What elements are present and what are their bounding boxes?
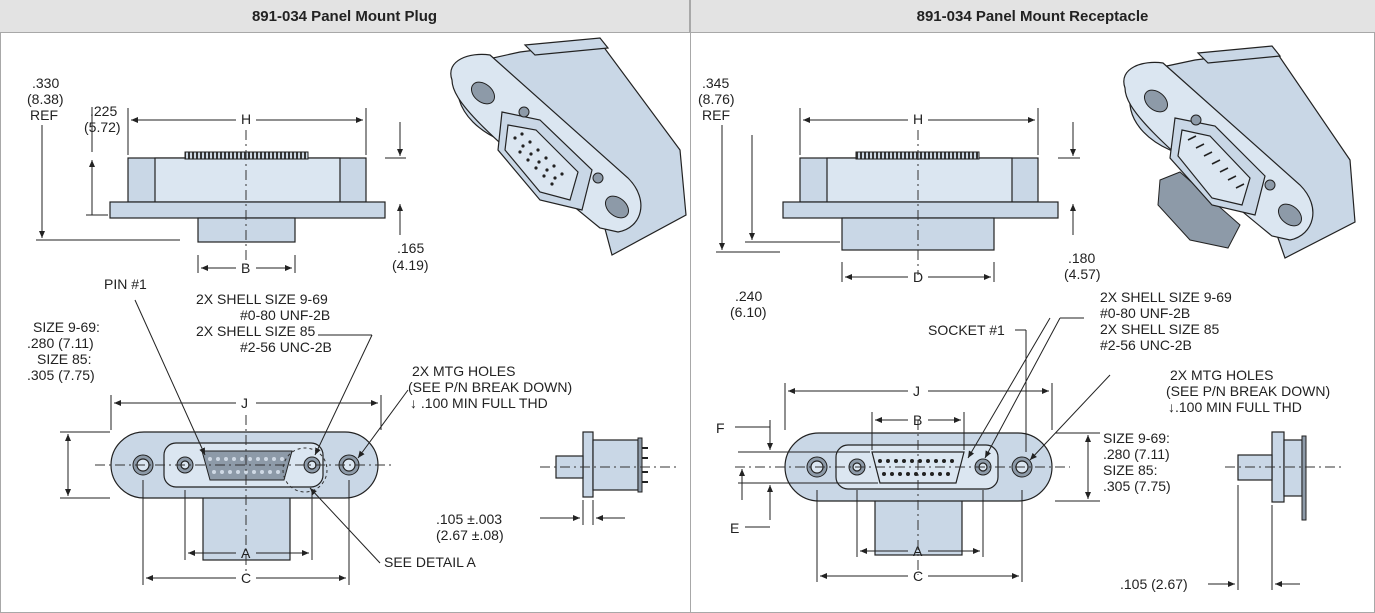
plug-dim-165: .165 bbox=[397, 240, 424, 256]
plug-3d-view bbox=[450, 37, 687, 256]
receptacle-3d-view bbox=[1123, 45, 1356, 259]
rec-ref: REF bbox=[702, 107, 730, 123]
rec-label-e: E bbox=[730, 520, 739, 536]
plug-mtg3: ↓ .100 MIN FULL THD bbox=[410, 395, 548, 411]
rec-thread85: #2-56 UNC-2B bbox=[1100, 337, 1192, 353]
plug-mtg2: (SEE P/N BREAK DOWN) bbox=[408, 379, 572, 395]
rec-dim-345: .345 bbox=[702, 75, 729, 91]
plug-dim-267: (2.67 ±.08) bbox=[436, 527, 504, 543]
plug-flange bbox=[109, 201, 386, 219]
rec-label-b: B bbox=[913, 412, 922, 428]
rec-size85: SIZE 85: bbox=[1103, 462, 1157, 478]
receptacle-panel-title: 891-034 Panel Mount Receptacle bbox=[690, 0, 1375, 33]
rec-label-a: A bbox=[913, 543, 923, 559]
plug-shell969: 2X SHELL SIZE 9-69 bbox=[196, 291, 328, 307]
plug-size969: SIZE 9-69: bbox=[33, 319, 100, 335]
rec-label-j: J bbox=[913, 383, 920, 399]
receptacle-side-view bbox=[782, 130, 1059, 275]
rec-size969: SIZE 9-69: bbox=[1103, 430, 1170, 446]
plug-size85-val: .305 (7.75) bbox=[27, 367, 95, 383]
plug-see-detail: SEE DETAIL A bbox=[384, 554, 476, 570]
plug-label-c: C bbox=[241, 570, 251, 586]
plug-dim-572: (5.72) bbox=[84, 119, 121, 135]
plug-size969-val: .280 (7.11) bbox=[27, 335, 94, 351]
rec-dim-240: .240 bbox=[735, 288, 762, 304]
rec-label-h: H bbox=[913, 111, 923, 127]
plug-dim-225: .225 bbox=[90, 103, 117, 119]
receptacle-front-view bbox=[735, 420, 1070, 575]
plug-size85: SIZE 85: bbox=[37, 351, 91, 367]
plug-panel-title: 891-034 Panel Mount Plug bbox=[0, 0, 690, 33]
rec-shell85: 2X SHELL SIZE 85 bbox=[1100, 321, 1220, 337]
plug-dim-105: .105 ±.003 bbox=[436, 511, 502, 527]
plug-thread85: #2-56 UNC-2B bbox=[240, 339, 332, 355]
plug-front-view bbox=[95, 415, 395, 575]
rec-size85-val: .305 (7.75) bbox=[1103, 478, 1171, 494]
rec-thread969: #0-80 UNF-2B bbox=[1100, 305, 1190, 321]
plug-label-b: B bbox=[241, 260, 250, 276]
rec-label-f: F bbox=[716, 420, 725, 436]
rec-shell969: 2X SHELL SIZE 9-69 bbox=[1100, 289, 1232, 305]
receptacle-front-dimensions bbox=[735, 317, 1111, 582]
plug-side-view bbox=[109, 130, 386, 265]
receptacle-side-dimensions bbox=[716, 108, 1080, 282]
panel-divider bbox=[690, 0, 691, 613]
receptacle-small-side-view bbox=[1208, 431, 1345, 590]
plug-pin1-label: PIN #1 bbox=[104, 276, 147, 292]
plug-mtg1: 2X MTG HOLES bbox=[412, 363, 515, 379]
rec-mtg2: (SEE P/N BREAK DOWN) bbox=[1166, 383, 1330, 399]
plug-dim-330: .330 bbox=[32, 75, 59, 91]
rec-size969-val: .280 (7.11) bbox=[1103, 446, 1170, 462]
rec-dim-105: .105 (2.67) bbox=[1120, 576, 1188, 592]
rec-dim-457: (4.57) bbox=[1064, 266, 1101, 282]
rec-dim-180: .180 bbox=[1068, 250, 1095, 266]
plug-dim-838: (8.38) bbox=[27, 91, 64, 107]
rec-dim-610: (6.10) bbox=[730, 304, 767, 320]
plug-side-dimensions bbox=[36, 107, 406, 273]
plug-label-h: H bbox=[241, 111, 251, 127]
plug-body-center bbox=[154, 157, 341, 203]
plug-shell85: 2X SHELL SIZE 85 bbox=[196, 323, 316, 339]
rec-mtg1: 2X MTG HOLES bbox=[1170, 367, 1273, 383]
plug-ref: REF bbox=[30, 107, 58, 123]
plug-small-side-view bbox=[540, 431, 680, 525]
rec-mtg3: ↓.100 MIN FULL THD bbox=[1168, 399, 1302, 415]
plug-thread969: #0-80 UNF-2B bbox=[240, 307, 330, 323]
rec-label-d: D bbox=[913, 269, 923, 285]
rec-socket1-label: SOCKET #1 bbox=[928, 322, 1005, 338]
plug-front-dimensions bbox=[60, 299, 409, 585]
rec-label-c: C bbox=[913, 568, 923, 584]
rec-dim-876: (8.76) bbox=[698, 91, 735, 107]
plug-dim-419: (4.19) bbox=[392, 257, 429, 273]
plug-label-a: A bbox=[241, 545, 251, 561]
plug-label-j: J bbox=[241, 395, 248, 411]
